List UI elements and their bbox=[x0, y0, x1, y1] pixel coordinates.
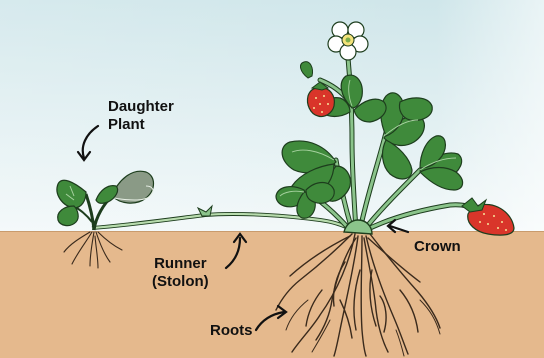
soil-background bbox=[0, 231, 544, 358]
runner-label: Runner (Stolon) bbox=[152, 255, 209, 291]
roots-label: Roots bbox=[210, 322, 253, 340]
daughter-plant-label: Daughter Plant bbox=[108, 98, 174, 134]
crown-label: Crown bbox=[414, 238, 461, 256]
